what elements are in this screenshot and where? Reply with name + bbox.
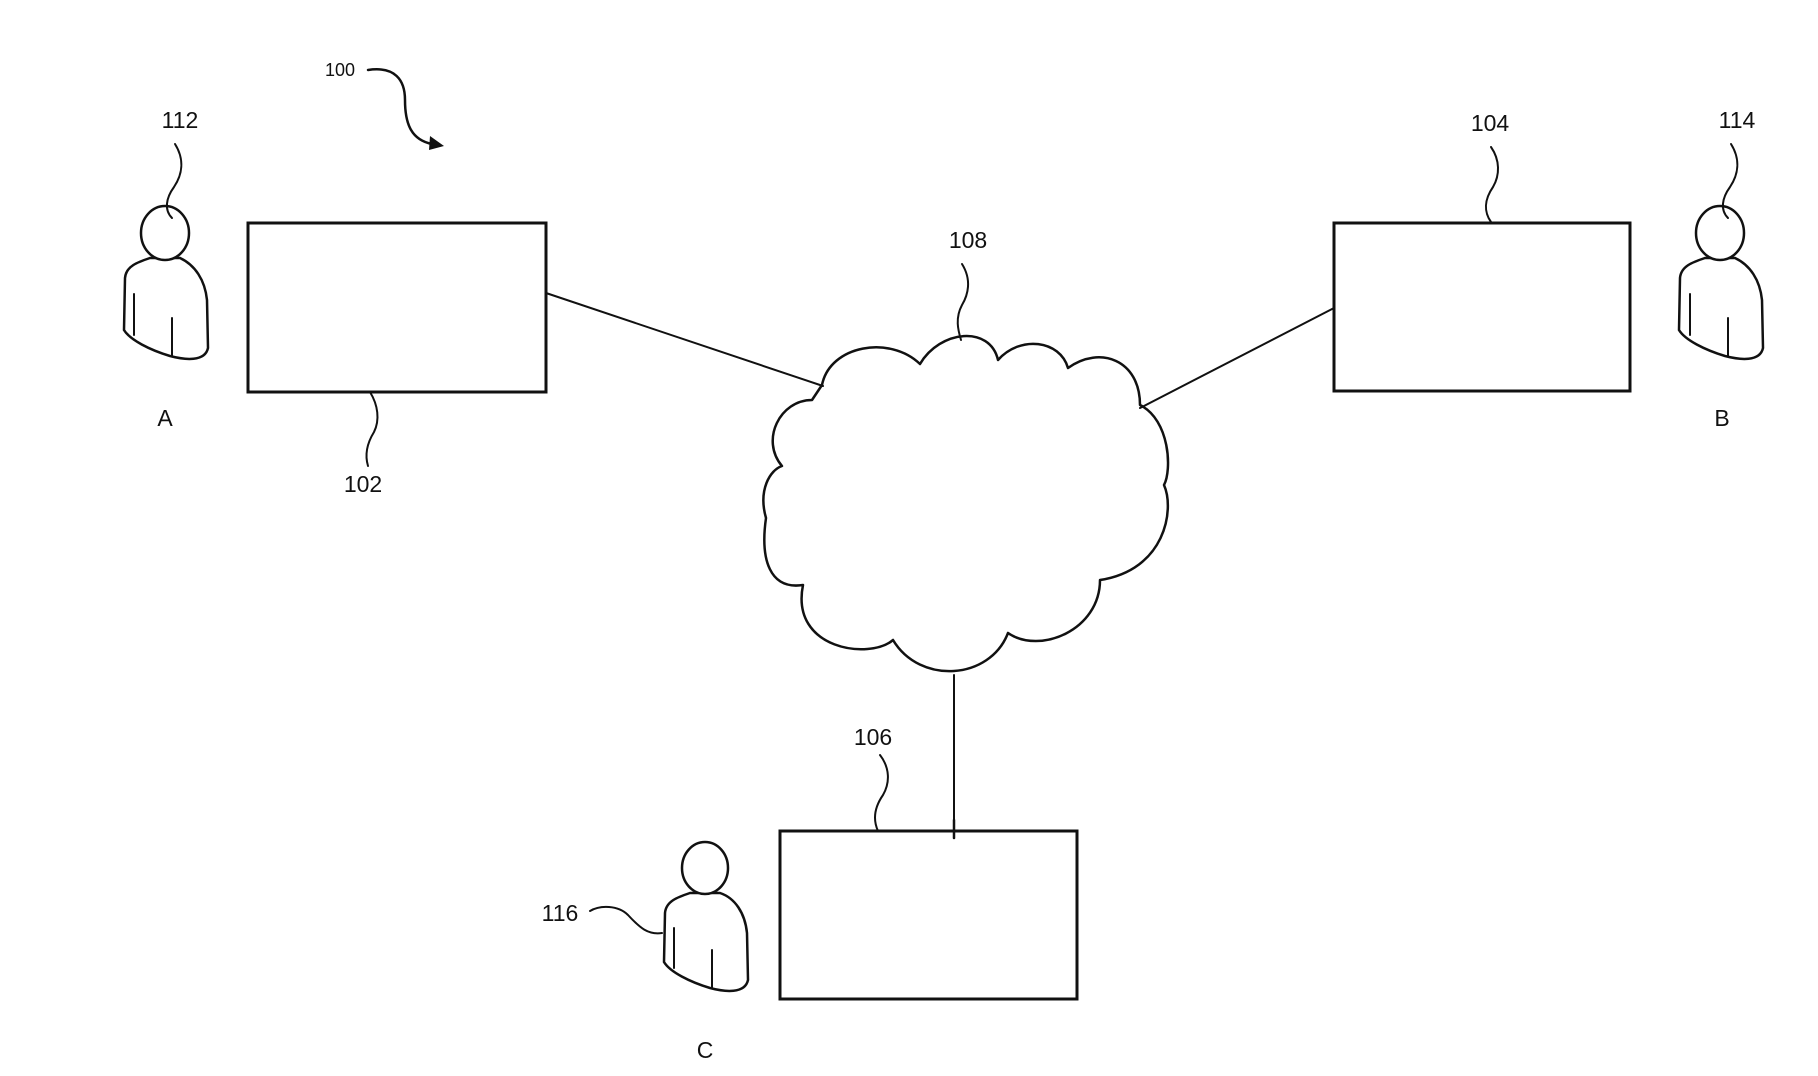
figure-ref-label: 100: [325, 60, 355, 80]
user-b[interactable]: [1677, 204, 1765, 361]
person-icon: [1677, 204, 1765, 361]
user-c-ref-label: 116: [542, 900, 579, 926]
user-a-letter: A: [157, 405, 173, 431]
arrowhead-icon: [429, 136, 444, 150]
user-a-ref-label: 112: [162, 107, 199, 133]
device-102-leader-line: [365, 391, 379, 467]
device-box-104[interactable]: [1332, 221, 1632, 393]
cloud-icon: [762, 334, 1170, 673]
device-box-102[interactable]: [246, 221, 548, 394]
person-icon: [662, 840, 750, 993]
user-a-leader-line: [166, 143, 183, 219]
device-106-ref-label: 106: [854, 724, 892, 750]
user-a[interactable]: [122, 204, 210, 361]
network-leader-line: [956, 263, 969, 341]
device-box-106[interactable]: [778, 829, 1079, 1001]
connection-104-108: [1139, 307, 1335, 409]
network-ref-label: 108: [949, 227, 987, 253]
user-c[interactable]: [662, 840, 750, 993]
user-c-letter: C: [697, 1037, 714, 1063]
user-c-leader-line: [589, 905, 663, 935]
user-b-letter: B: [1714, 405, 1729, 431]
figure-ref-arrow: [366, 68, 444, 150]
connection-102-108: [545, 292, 824, 387]
user-b-leader-line: [1722, 143, 1739, 219]
user-b-ref-label: 114: [1719, 107, 1756, 133]
device-104-ref-label: 104: [1471, 110, 1510, 136]
person-icon: [122, 204, 210, 361]
network-cloud[interactable]: [762, 334, 1170, 673]
device-102-ref-label: 102: [344, 471, 382, 497]
device-106-leader-line: [874, 754, 889, 832]
device-104-leader-line: [1485, 146, 1499, 223]
